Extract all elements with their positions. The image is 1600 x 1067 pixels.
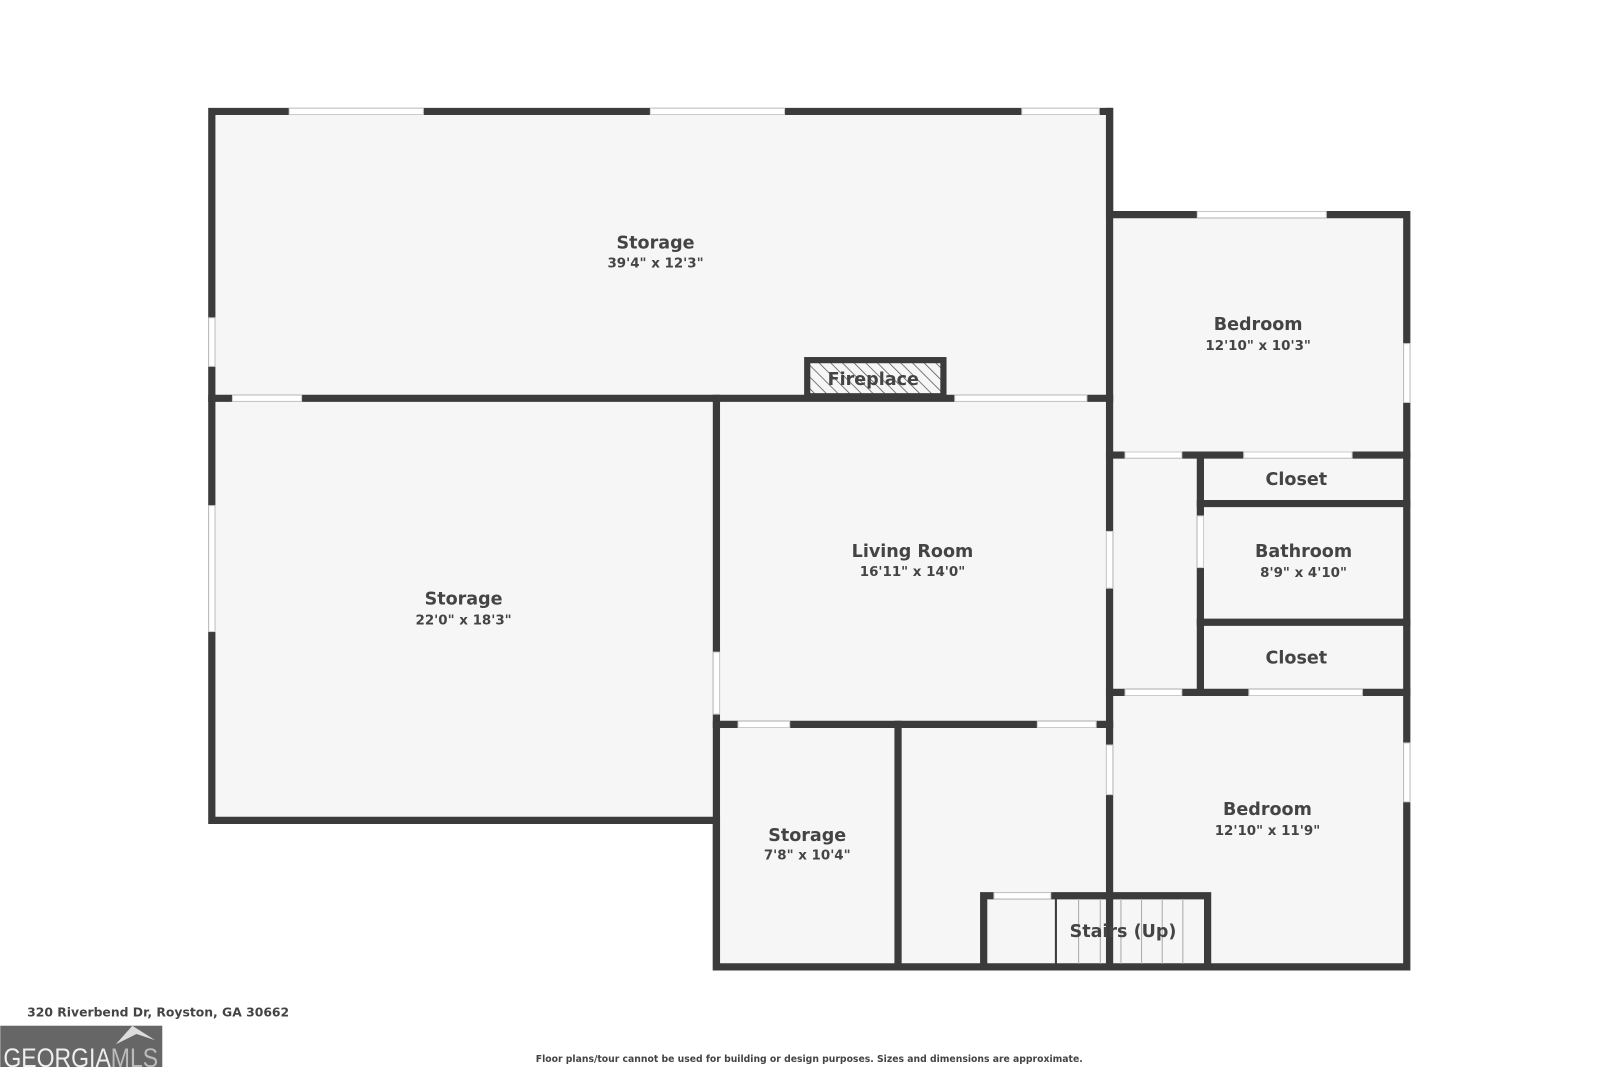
fireplace: Fireplace [804, 357, 947, 400]
room-dims: 7'8" x 10'4" [764, 849, 851, 864]
room-dims: 8'9" x 4'10" [1260, 566, 1347, 581]
room-labels: Storage 39'4" x 12'3" Storage 22'0" x 18… [416, 234, 1353, 942]
georgia-mls-logo: GEORGIAMLS REAL ESTATE SERVICES [0, 1025, 163, 1067]
room-dims: 22'0" x 18'3" [416, 613, 512, 628]
stairs [1054, 898, 1184, 964]
room-name: Bathroom [1255, 542, 1352, 562]
room-name: Closet [1266, 649, 1328, 669]
disclaimer: Floor plans/tour cannot be used for buil… [536, 1054, 1083, 1065]
room-dims: 12'10" x 11'9" [1215, 824, 1320, 839]
address: 320 Riverbend Dr, Royston, GA 30662 [27, 1005, 289, 1019]
room-dims: 16'11" x 14'0" [860, 565, 965, 580]
openings [208, 107, 1411, 900]
room-dims: 12'10" x 10'3" [1205, 339, 1310, 354]
room-name: Bedroom [1223, 800, 1312, 820]
room-dims: 39'4" x 12'3" [607, 256, 703, 271]
room-name: Closet [1266, 470, 1328, 490]
room-name: Storage [617, 234, 695, 254]
room-name: Storage [425, 590, 503, 610]
room-name: Living Room [852, 542, 974, 562]
room-name: Stairs (Up) [1070, 922, 1177, 942]
svg-text:GEORGIAMLS: GEORGIAMLS [3, 1043, 158, 1067]
fireplace-label: Fireplace [828, 370, 919, 390]
room-name: Bedroom [1214, 315, 1303, 335]
room-name: Storage [768, 826, 846, 846]
